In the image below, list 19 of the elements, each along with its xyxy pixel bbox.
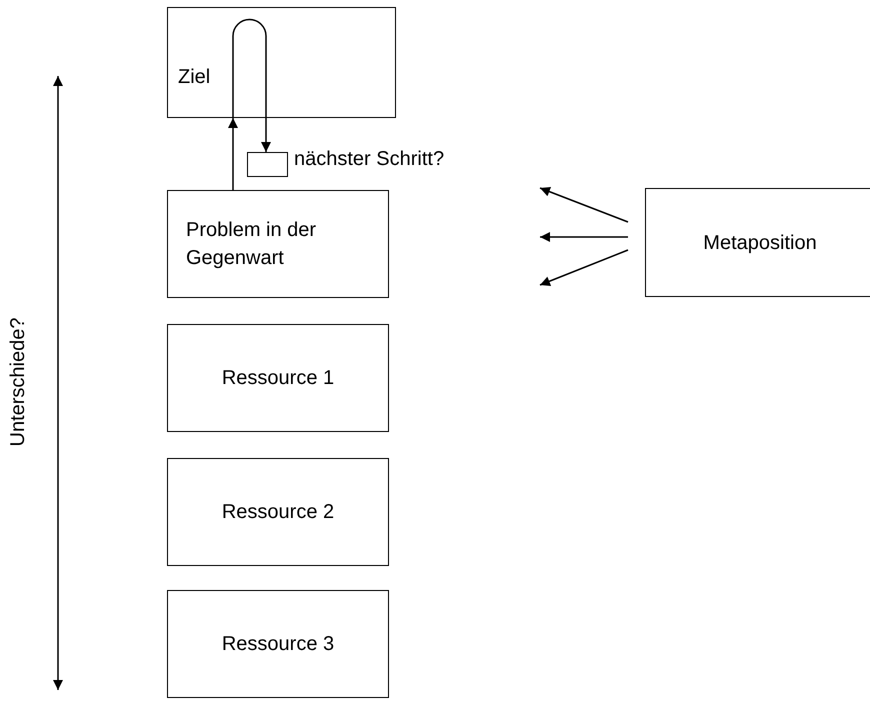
node-label: Problem in der Gegenwart	[186, 218, 318, 271]
node-label: Ressource 1	[222, 366, 334, 391]
arrow	[540, 186, 628, 223]
axis-label: Unterschiede?	[6, 318, 30, 446]
node-label: Ziel	[178, 64, 210, 90]
process-box	[167, 590, 389, 698]
arrow	[228, 118, 238, 190]
process-box	[167, 458, 389, 566]
process-box	[167, 190, 389, 298]
node-label: Ressource 2	[222, 500, 334, 525]
node-label: Metaposition	[703, 230, 817, 256]
arrow	[540, 232, 628, 242]
node-label: Ressource 3	[222, 632, 334, 657]
process-box	[167, 7, 396, 118]
arrow	[232, 18, 271, 152]
process-box	[645, 188, 870, 297]
arrow	[540, 249, 628, 286]
process-box	[167, 324, 389, 432]
node-caption: nächster Schritt?	[294, 147, 444, 172]
